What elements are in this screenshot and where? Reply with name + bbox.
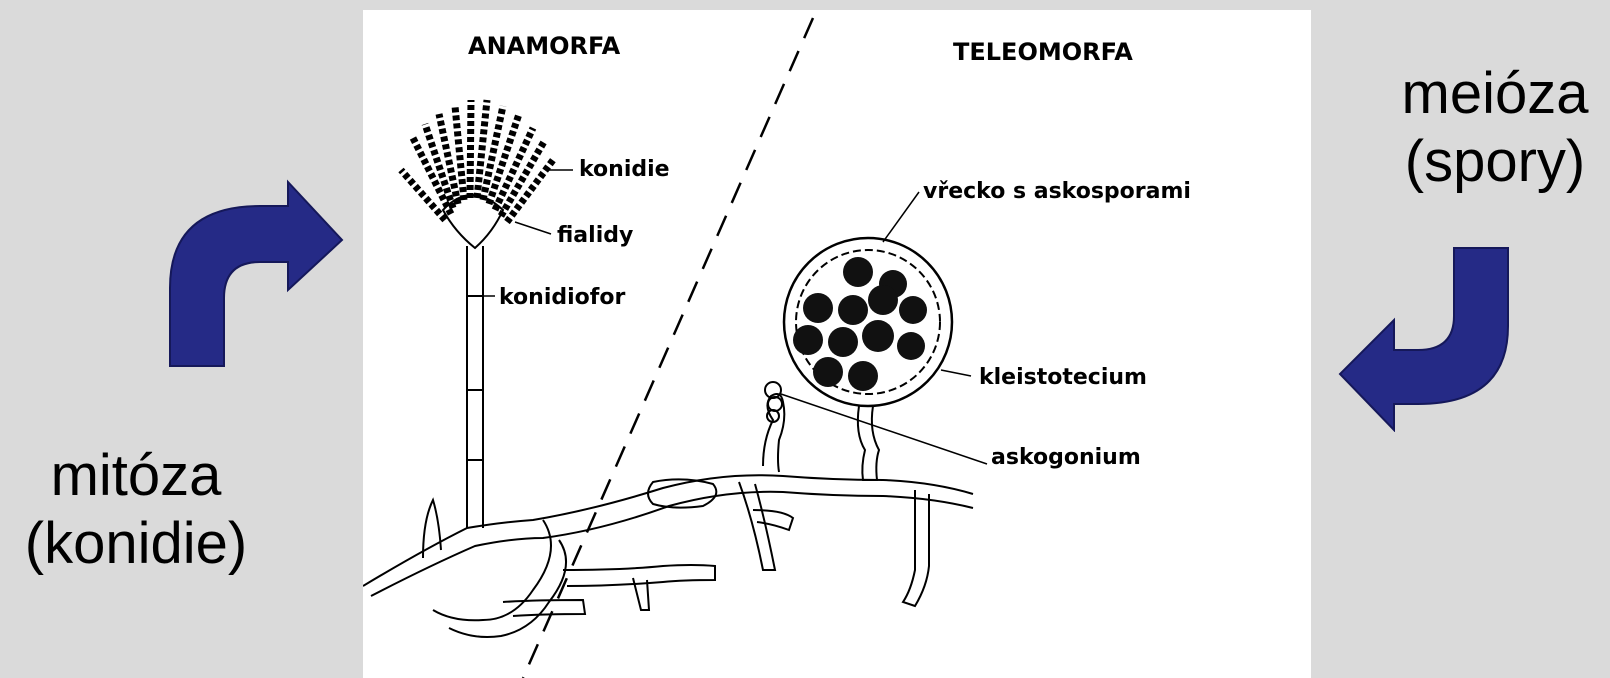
diagram-drawing: ANAMORFA TELEOMORFA konidie fialidy koni… [363, 10, 1311, 678]
mitosis-subtitle: (konidie) [0, 510, 272, 578]
vesicle [443, 195, 503, 248]
heading-anamorph: ANAMORFA [468, 32, 621, 60]
mitosis-label: mitóza (konidie) [0, 442, 272, 578]
label-konidiofor: konidiofor [499, 285, 625, 310]
fungus-life-cycle-diagram: ANAMORFA TELEOMORFA konidie fialidy koni… [363, 10, 1311, 678]
meiosis-title: meióza [1380, 60, 1610, 128]
heading-teleomorph: TELEOMORFA [953, 38, 1133, 66]
conidia-chains [401, 100, 553, 222]
asci [793, 257, 927, 391]
meiosis-subtitle: (spory) [1380, 128, 1610, 196]
curved-arrow-left-icon [1336, 246, 1516, 432]
label-vrecko: vřecko s askosporami [923, 179, 1191, 204]
label-askogonium: askogonium [991, 445, 1141, 470]
mitosis-title: mitóza [0, 442, 272, 510]
divider-line [523, 18, 813, 678]
label-kleistotecium: kleistotecium [979, 365, 1147, 390]
askogonium-coil [765, 382, 782, 422]
curved-arrow-right-icon [160, 178, 350, 370]
hyphae-network [363, 394, 973, 637]
label-fialidy: fialidy [557, 223, 633, 248]
label-konidie: konidie [579, 157, 670, 182]
meiosis-label: meióza (spory) [1380, 60, 1610, 196]
